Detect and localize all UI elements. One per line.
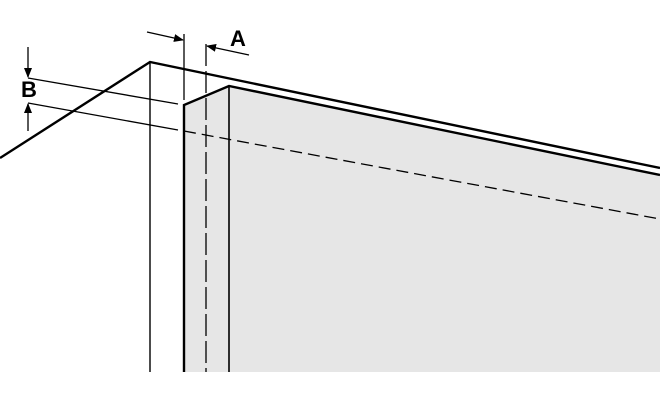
- dimension-arrow-a-right: [206, 43, 250, 56]
- dimension-arrow-a-left: [146, 31, 184, 42]
- door-panel: [184, 86, 660, 372]
- dashed-hidden-edge: [183, 130, 660, 220]
- dimension-label-a: A: [230, 26, 246, 51]
- extension-line-b-upper: [27, 77, 179, 105]
- door-top-edge: [182, 84, 660, 372]
- dimension-label-b: B: [21, 77, 37, 102]
- extension-line-b-lower: [27, 102, 179, 131]
